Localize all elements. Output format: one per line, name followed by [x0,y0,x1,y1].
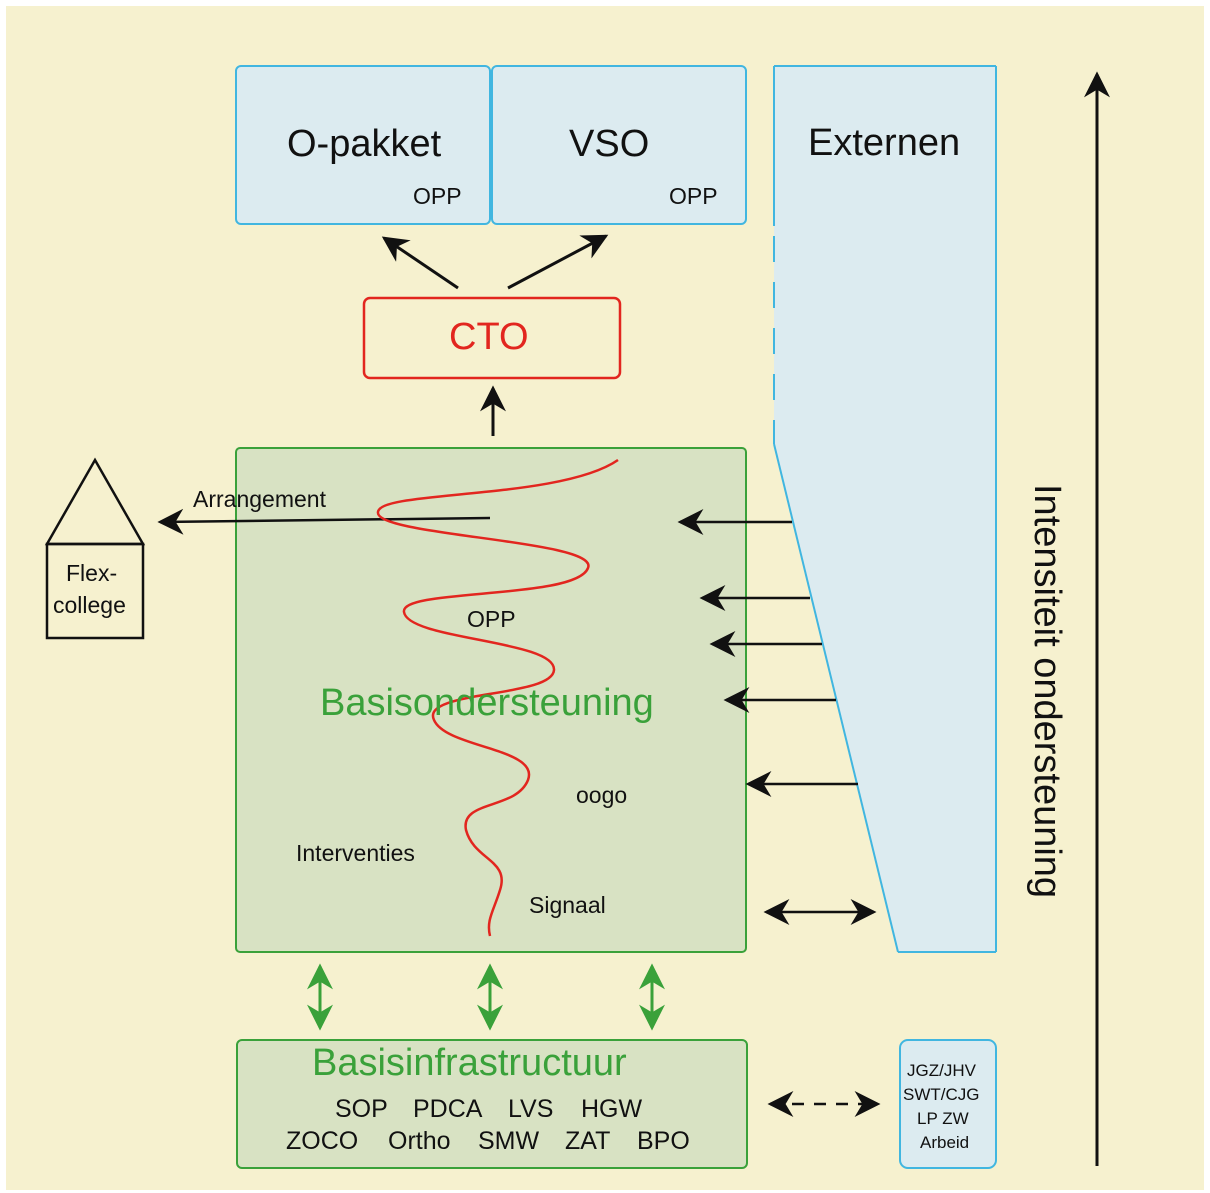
flex-college-body [45,542,145,640]
interventies-label: Interventies [296,840,415,866]
basisinfrastructuur-title: Basisinfrastructuur [312,1042,627,1084]
externen-label: Externen [808,122,961,164]
partner-arbeid: Arbeid [920,1133,970,1152]
o-pakket-opp: OPP [413,183,462,209]
infra-hgw: HGW [581,1095,643,1123]
basisinfrastructuur-box [236,1039,748,1169]
flex-college-line2: college [53,592,126,618]
arrow-cto-to-vso [507,234,609,290]
infra-zat: ZAT [565,1127,611,1155]
oogo-label: oogo [576,782,628,808]
signal-wave [376,458,619,937]
infra-bpo: BPO [637,1127,690,1155]
arrangement-label: Arrangement [193,486,326,512]
infra-zoco: ZOCO [286,1127,359,1155]
infra-pdca: PDCA [413,1095,483,1123]
vso-box: VSO OPP [491,65,747,225]
vso-title: VSO [569,123,650,165]
infra-smw: SMW [478,1127,540,1155]
infra-ortho: Ortho [388,1127,451,1155]
externen-slant-edge [773,443,899,953]
o-pakket-box: O-pakket OPP [235,65,491,225]
arrangement-arrow [157,508,491,535]
partner-swt-cjg: SWT/CJG [903,1085,980,1104]
opp-label: OPP [467,606,516,632]
cto-box [362,296,622,380]
infra-sop: SOP [335,1095,388,1123]
signaal-label: Signaal [529,892,606,918]
flex-college-roof [44,457,146,546]
externen-shape [774,66,996,952]
vso-opp: OPP [669,183,718,209]
infra-lvs: LVS [508,1095,554,1123]
cto-label: CTO [449,316,529,358]
arrow-cto-to-opakket [381,236,459,290]
partner-jgz-jhv: JGZ/JHV [907,1061,976,1080]
flex-college-line1: Flex- [66,560,118,586]
basisondersteuning-title: Basisondersteuning [320,682,654,724]
intensity-axis-label: Intensiteit ondersteuning [1026,484,1068,899]
partners-box [899,1039,997,1169]
partner-lp-zw: LP ZW [917,1109,969,1128]
o-pakket-title: O-pakket [287,123,442,165]
